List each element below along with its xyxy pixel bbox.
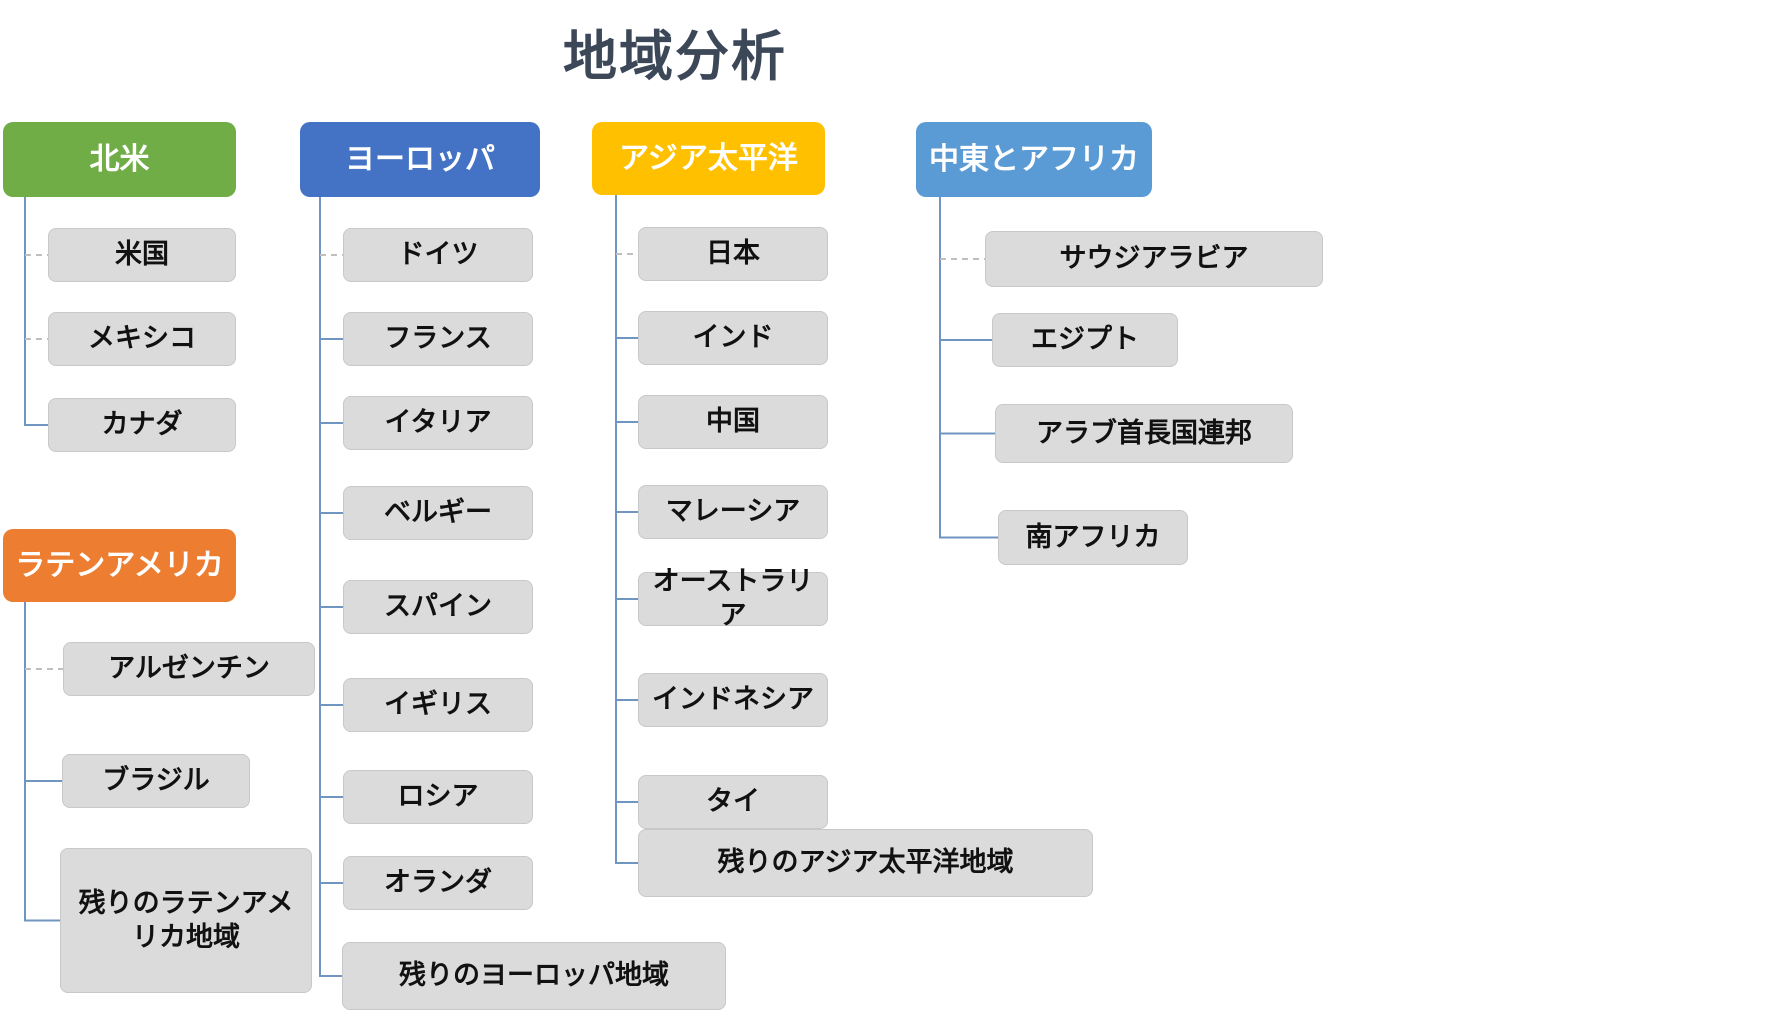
node-india: インド [638,311,828,365]
group-header-latin-america: ラテンアメリカ [3,529,236,602]
node-rest-of-asia-pacific: 残りのアジア太平洋地域 [638,829,1093,897]
connector-trunk-latin-america [24,602,60,922]
node-france: フランス [343,312,533,366]
node-saudi-arabia: サウジアラビア [985,231,1323,287]
node-germany: ドイツ [343,228,533,282]
node-rest-of-europe: 残りのヨーロッパ地域 [342,942,726,1010]
group-header-asia-pacific: アジア太平洋 [592,122,825,195]
connector-trunk-europe [319,197,342,977]
node-usa: 米国 [48,228,236,282]
node-spain: スパイン [343,580,533,634]
node-argentina: アルゼンチン [63,642,315,696]
node-south-africa: 南アフリカ [998,510,1188,565]
node-russia: ロシア [343,770,533,824]
node-italy: イタリア [343,396,533,450]
node-thailand: タイ [638,775,828,829]
node-rest-of-latin-america: 残りのラテンアメリカ地域 [60,848,312,993]
node-canada: カナダ [48,398,236,452]
node-japan: 日本 [638,227,828,281]
diagram-title: 地域分析 [563,27,787,87]
group-header-north-america: 北米 [3,122,236,197]
group-header-europe: ヨーロッパ [300,122,540,197]
node-australia: オーストラリア [638,566,828,630]
node-china: 中国 [638,395,828,449]
node-belgium: ベルギー [343,486,533,540]
node-netherlands: オランダ [343,856,533,910]
node-egypt: エジプト [992,313,1178,367]
group-header-middle-east-africa: 中東とアフリカ [916,122,1152,197]
node-indonesia: インドネシア [638,673,828,727]
node-mexico: メキシコ [48,312,236,366]
node-uk: イギリス [343,678,533,732]
connector-trunk-asia-pacific [615,195,638,864]
connector-trunk-north-america [24,197,48,426]
node-uae: アラブ首長国連邦 [995,404,1293,463]
node-malaysia: マレーシア [638,485,828,539]
node-brazil: ブラジル [62,754,250,808]
